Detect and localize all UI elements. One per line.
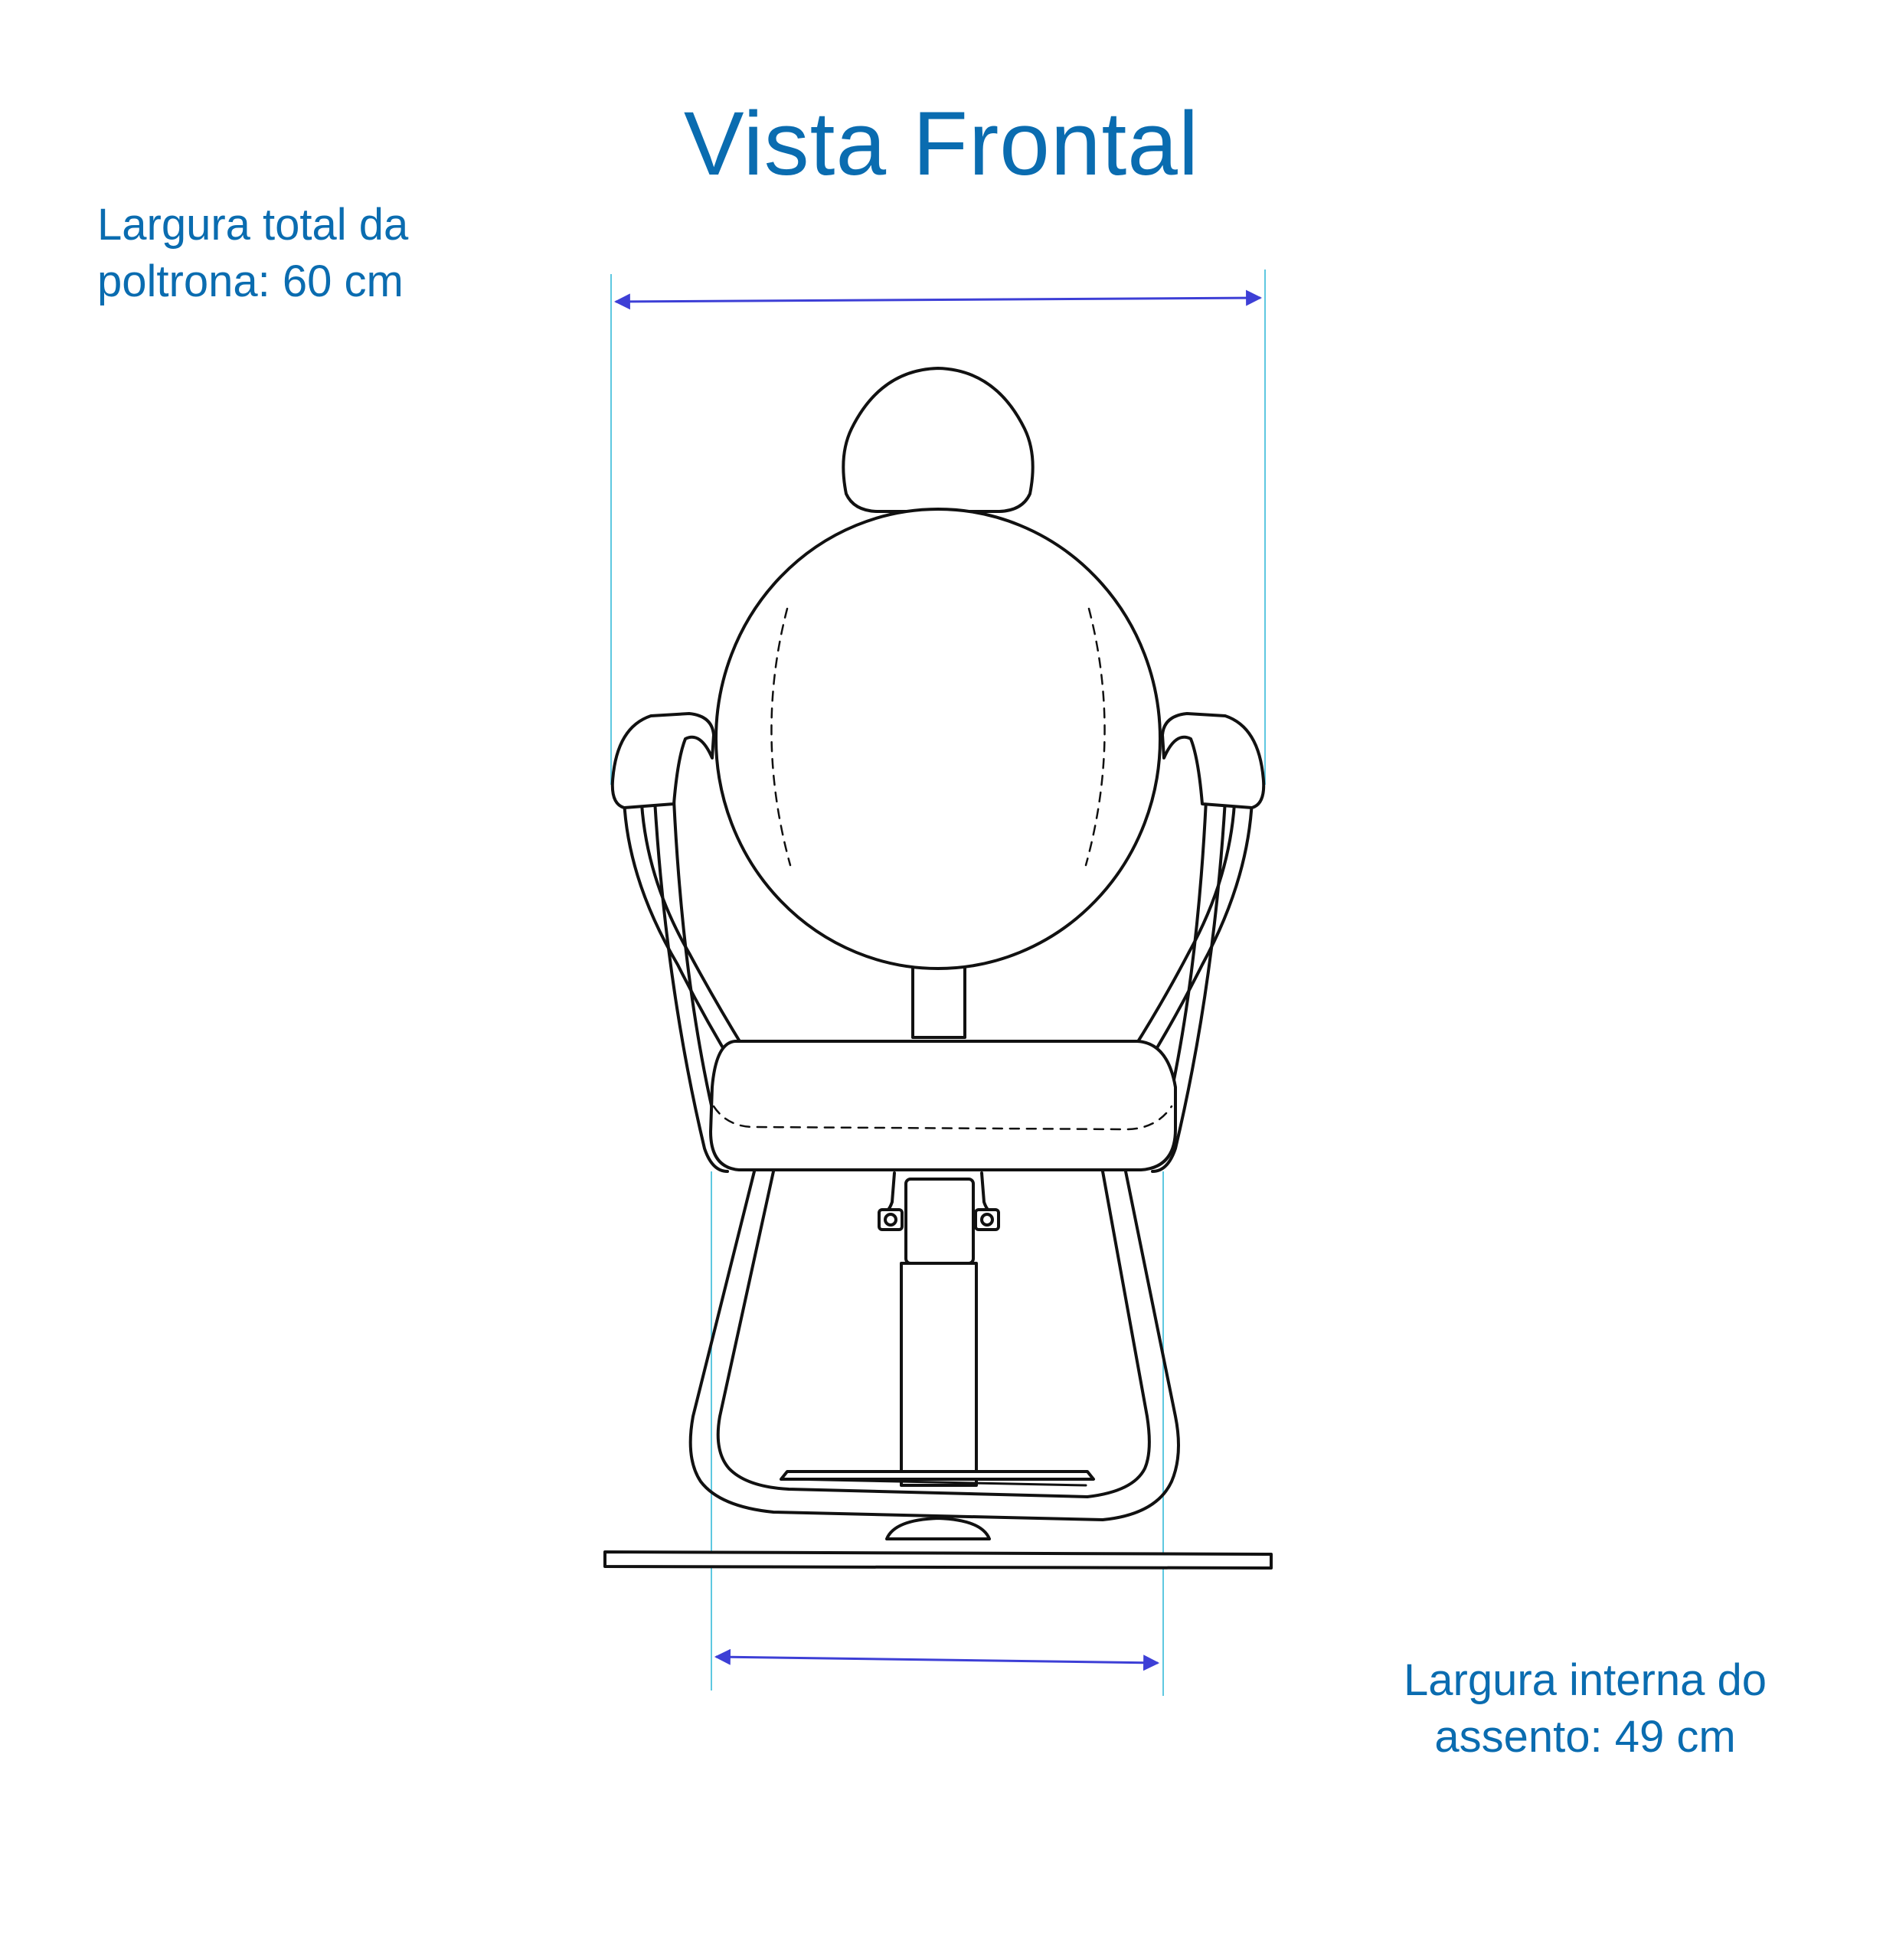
seat-inner-width-label-line1: Largura interna do [1404,1655,1767,1705]
pedestal-dome [885,1517,991,1540]
right-armrest-support-inner [1132,802,1236,1050]
extension-lines [610,270,1266,1696]
chair-base-frame-outer [688,1170,1180,1521]
total-width-arrow [613,289,1263,310]
left-armrest-pad [610,712,715,809]
right-armrest-support [1143,799,1254,1070]
left-side-frame-inner [672,799,718,1127]
recline-mechanism-bracket-left [879,1171,896,1215]
right-armrest-pad [1161,712,1266,809]
right-side-frame [1151,799,1227,1173]
seat-cushion [709,1040,1177,1171]
recline-mechanism-bracket-right [980,1171,997,1215]
dimension-arrows [613,289,1263,1671]
diagram-title: Vista Frontal [683,93,1200,194]
left-armrest-support-inner [640,802,746,1050]
headrest [842,367,1035,513]
left-armrest-support [623,799,737,1070]
seat-inner-width-label: Largura interna do assento: 49 cm [1371,1652,1800,1766]
seat-stitch [712,1105,1173,1131]
total-width-label-line2: poltrona: 60 cm [97,256,404,307]
footrest-plate-edge [787,1478,1087,1487]
recline-bolt-right-head [980,1213,994,1227]
chair-base-frame-inner [716,1170,1151,1498]
seat-inner-width-label-line2: assento: 49 cm [1434,1712,1736,1762]
total-width-label-line1: Largura total da [97,200,409,250]
total-width-label: Largura total da poltrona: 60 cm [97,197,495,310]
chair [603,367,1273,1570]
recline-bolt-left-head [884,1213,897,1227]
footrest-plate [780,1470,1095,1481]
recline-mechanism-housing [904,1178,975,1265]
backrest-stitch-right [1084,607,1106,867]
backrest-cushion [714,508,1162,970]
hydraulic-column [900,1262,978,1487]
left-side-frame [653,799,729,1173]
floor-base-plate [603,1550,1273,1570]
seat-inner-width-arrow [714,1648,1160,1671]
backrest-stitch-left [770,607,792,867]
